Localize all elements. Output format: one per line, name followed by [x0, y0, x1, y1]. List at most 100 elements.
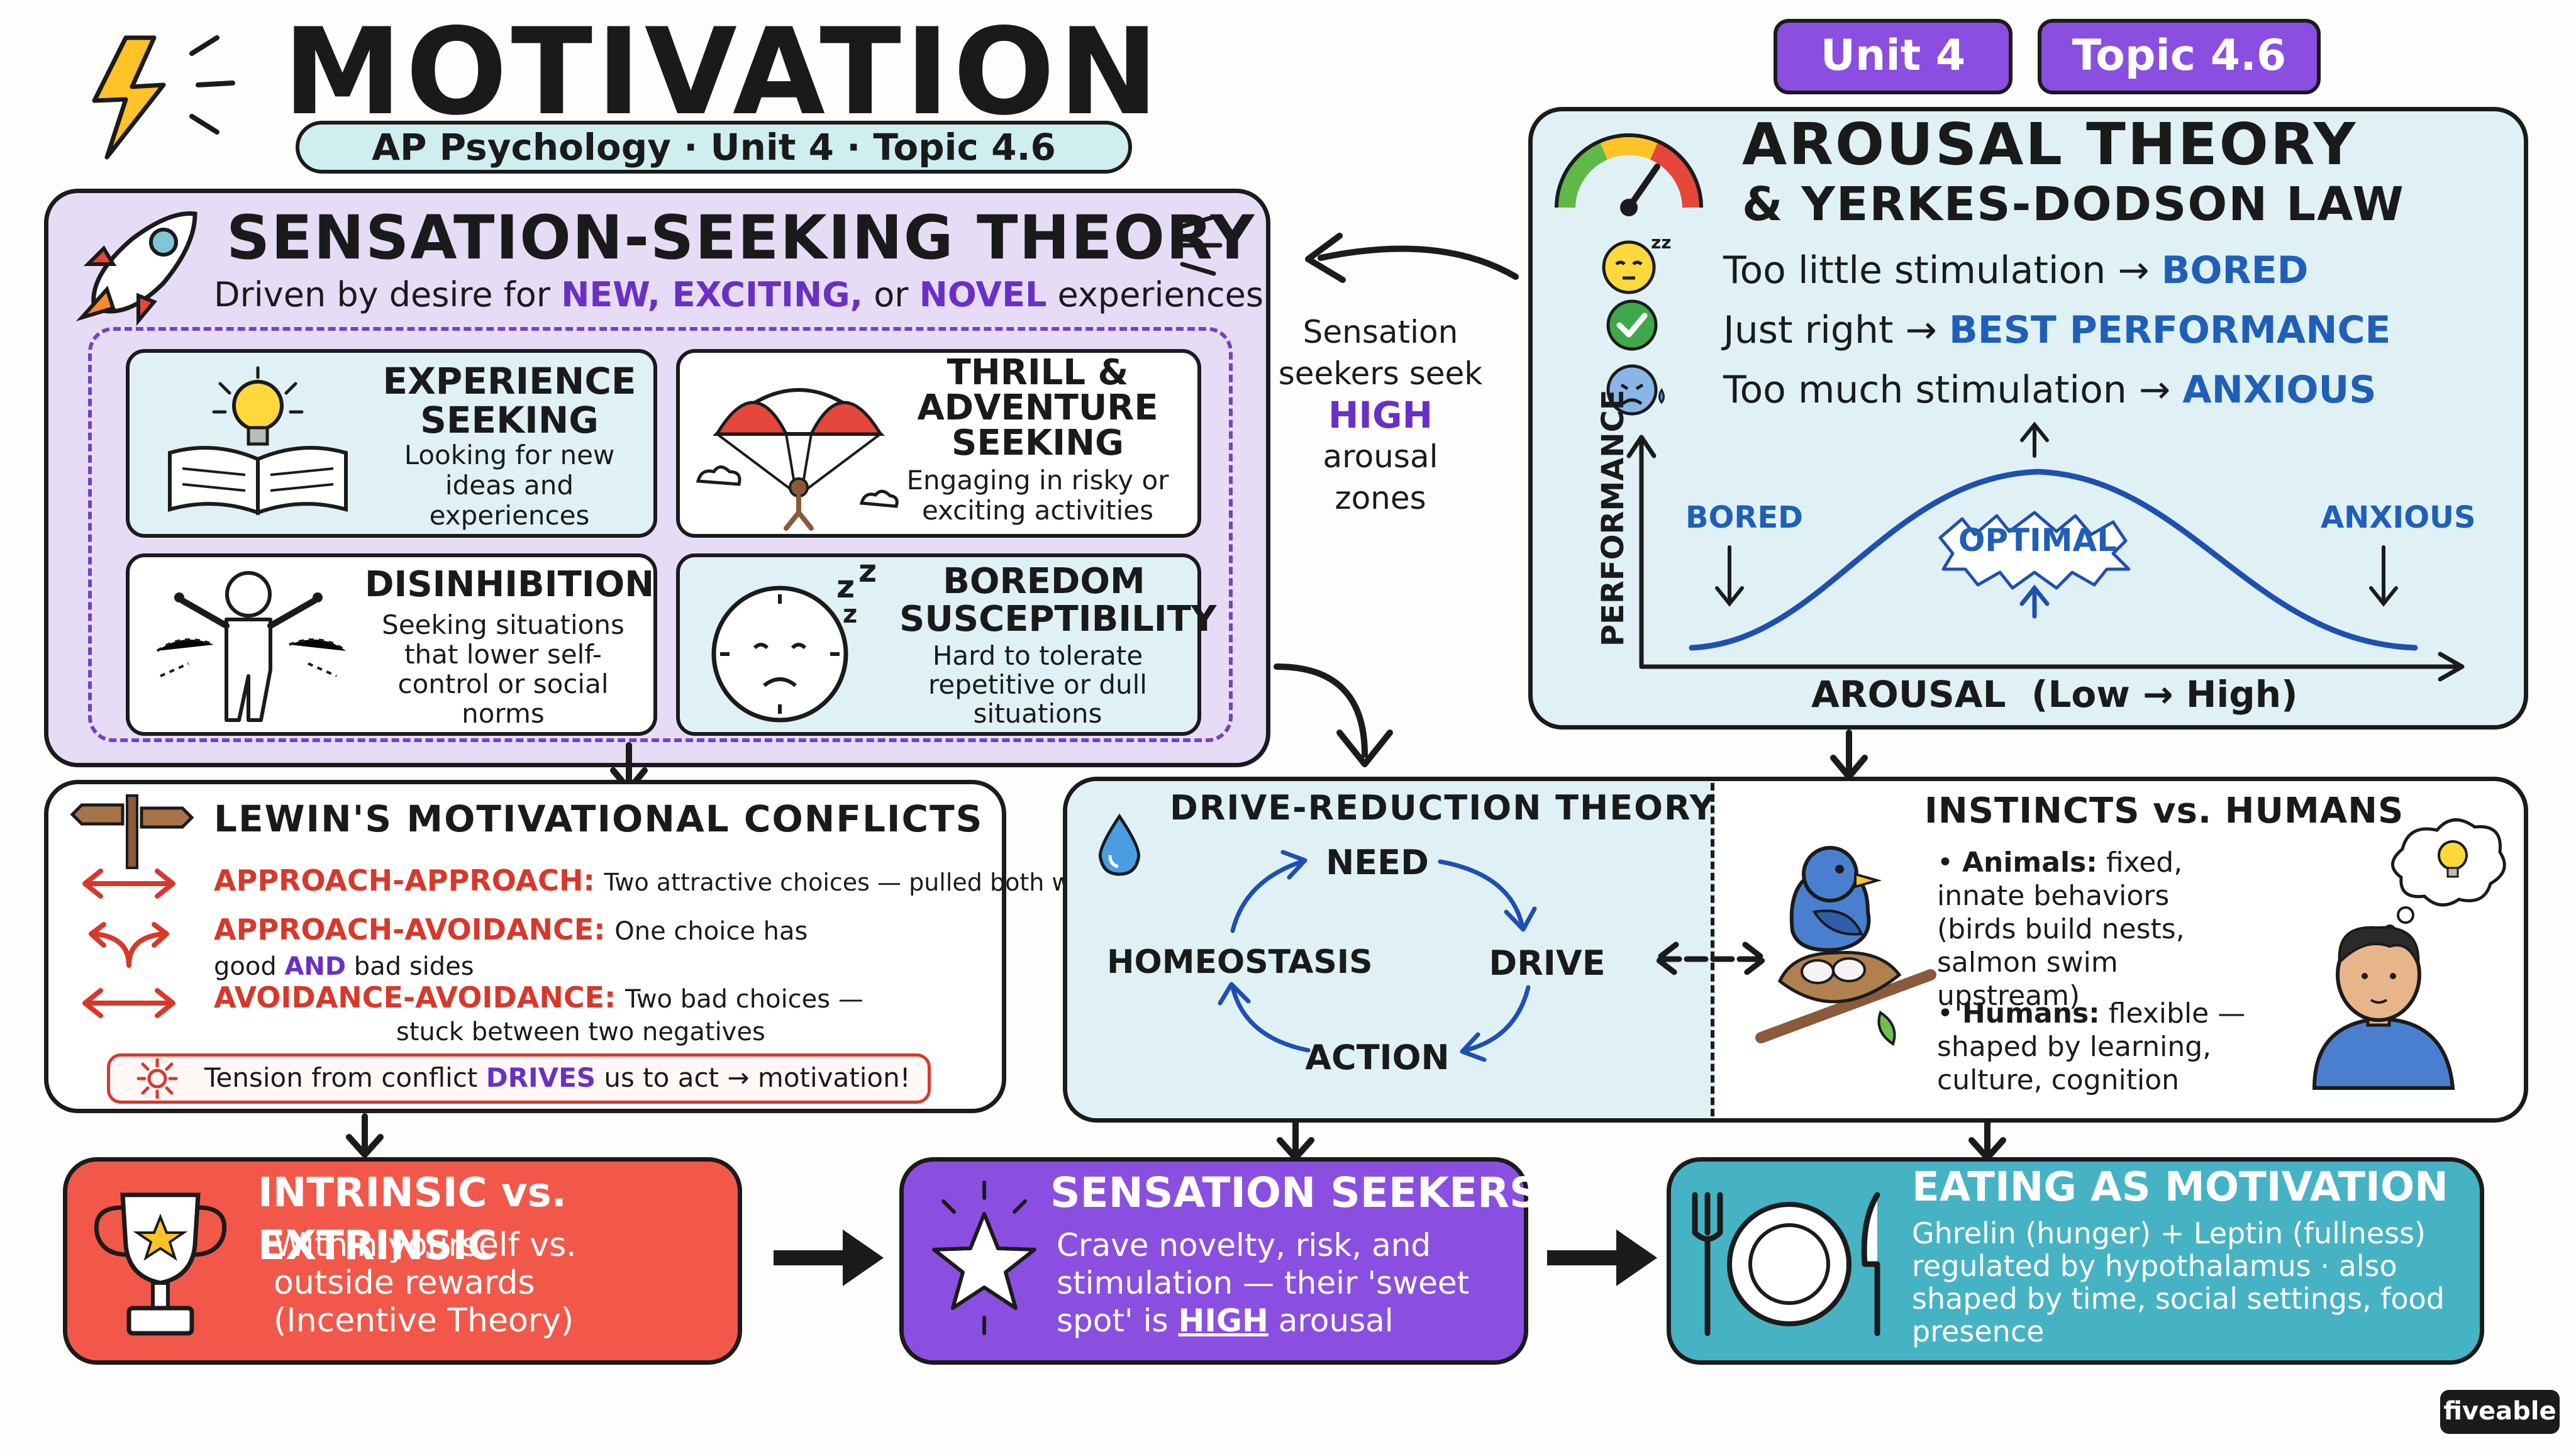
card-thrill-text: Engaging in risky or exciting activities: [906, 465, 1169, 526]
svg-text:z: z: [836, 569, 855, 605]
drive-action: ACTION: [1305, 1038, 1450, 1077]
desc-novel: NOVEL: [919, 275, 1047, 314]
bidirectional-arrow: [1654, 941, 1767, 977]
stick-figure-icon: [156, 571, 347, 722]
seekers-text-high: HIGH: [1178, 1302, 1269, 1339]
arousal-row-anxious-text: Too much stimulation →: [1723, 368, 2171, 412]
chart-ylabel: PERFORMANCE: [1596, 389, 1631, 647]
spark-icon: [136, 1058, 178, 1099]
desc-exciting: EXCITING,: [672, 275, 863, 314]
sensation-description: Driven by desire for NEW, EXCITING, or N…: [214, 274, 1263, 316]
arousal-title-1: AROUSAL THEORY: [1742, 111, 2358, 178]
trophy-icon: [94, 1192, 227, 1336]
lewin-label-1: APPROACH-APPROACH:: [214, 863, 595, 897]
lewin-text-2: One choice has: [614, 917, 808, 946]
card-disinhibition-title: DISINHIBITION: [365, 564, 655, 605]
seekers-text: Crave novelty, risk, and stimulation — t…: [1057, 1226, 1509, 1340]
card-boredom-text: Hard to tolerate repetitive or dull situ…: [928, 640, 1147, 729]
yerkes-dodson-chart: [1626, 421, 2465, 682]
animals-label: Animals:: [1962, 847, 2097, 879]
tension-callout: Tension from conflict DRIVES us to act →…: [107, 1053, 931, 1104]
brand-text: fiveable: [2443, 1397, 2557, 1426]
card-thrill-title: THRILL & ADVENTURE SEEKING: [917, 352, 1158, 464]
fiveable-logo: fiveable: [2440, 1390, 2560, 1434]
svg-text:zz: zz: [1651, 232, 1672, 253]
thinking-person-icon: [2312, 818, 2506, 1090]
svg-text:z: z: [858, 553, 877, 589]
arousal-row-bored-result: BORED: [2161, 248, 2309, 292]
lewin-item-approach-approach: APPROACH-APPROACH: Two attractive choice…: [214, 862, 1113, 901]
seekers-text-pre: Crave novelty, risk, and stimulation — t…: [1057, 1227, 1470, 1339]
drive-cycle-arrows: [1218, 850, 1537, 1062]
check-icon: [1606, 299, 1658, 351]
sensation-title: SENSATION-SEEKING THEORY: [226, 203, 1256, 273]
badge-topic-label: Topic 4.6: [2072, 31, 2287, 80]
opposing-arrows-icon: [82, 988, 175, 1018]
eating-title: EATING AS MOTIVATION: [1912, 1164, 2448, 1211]
subtitle-text: AP Psychology · Unit 4 · Topic 4.6: [372, 126, 1056, 169]
dashed-group: [88, 327, 1233, 742]
chart-xlabel: AROUSAL (Low → High): [1811, 673, 2298, 716]
anxious-face-icon: [1606, 364, 1665, 416]
arousal-panel: [1528, 107, 2528, 730]
sleepy-face-icon: zz: [1602, 232, 1672, 294]
badge-unit-label: Unit 4: [1820, 31, 1966, 80]
optimal-burst: [1938, 511, 2131, 590]
note-high: HIGH: [1328, 394, 1433, 436]
lightning-icon: [92, 35, 235, 160]
lewin-text-2b-and: AND: [284, 952, 347, 981]
lewin-label-2: APPROACH-AVOIDANCE:: [214, 913, 606, 947]
arousal-row-anxious-result: ANXIOUS: [2182, 368, 2377, 412]
seekers-title: SENSATION SEEKERS: [1050, 1169, 1540, 1217]
panel-divider: [1711, 783, 1714, 1116]
intrinsic-title: INTRINSIC vs. EXTRINSIC: [258, 1170, 567, 1269]
arousal-row-best-text: Just right →: [1723, 308, 1937, 352]
animals-text: fixed, innate behaviors (birds build nes…: [1937, 847, 2185, 1012]
lewin-text-2b-pre: good: [214, 952, 285, 981]
lewin-item-approach-avoidance: APPROACH-AVOIDANCE: One choice has good …: [214, 912, 808, 984]
humans-label: Humans:: [1962, 997, 2100, 1030]
bird-nest-icon: [1755, 846, 1936, 1046]
card-boredom-title: BOREDOM SUSCEPTIBILITY: [899, 561, 1217, 640]
instincts-title: INSTINCTS vs. HUMANS: [1924, 791, 2404, 831]
card-experience-seeking: [126, 349, 657, 538]
lewin-title: LEWIN'S MOTIVATIONAL CONFLICTS: [214, 797, 984, 840]
star-icon: [932, 1180, 1036, 1335]
drive-homeostasis: HOMEOSTASIS: [1107, 943, 1373, 981]
humans-text: flexible — shaped by learning, culture, …: [1937, 997, 2246, 1096]
double-arrow-icon: [82, 869, 175, 899]
arousal-row-bored: Too little stimulation → BORED: [1723, 245, 2308, 296]
card-experience-title: EXPERIENCE SEEKING: [382, 360, 636, 441]
desc-pre: Driven by desire for: [214, 275, 562, 314]
note-line3: arousal: [1323, 438, 1438, 475]
water-drop-icon: [1098, 813, 1141, 876]
instincts-humans: • Humans: flexible — shaped by learning,…: [1937, 997, 2246, 1096]
subtitle-pill: AP Psychology · Unit 4 · Topic 4.6: [296, 121, 1132, 174]
connector-note: Sensation seekers seek HIGH arousal zone…: [1277, 311, 1484, 519]
chart-label-anxious: ANXIOUS: [2321, 500, 2476, 535]
badge-unit: Unit 4: [1774, 19, 2012, 94]
desc-new: NEW,: [561, 275, 672, 314]
arrow-seekers-to-eating: [1547, 1230, 1657, 1286]
arousal-title-2: & YERKES-DODSON LAW: [1742, 177, 2405, 231]
sleepy-clock-icon: z z z: [711, 553, 877, 723]
performance-curve: [1689, 469, 2418, 651]
lewin-text-3: Two bad choices —: [625, 985, 863, 1014]
note-line1: Sensation: [1302, 314, 1458, 350]
card-disinhibition-text: Seeking situations that lower self-contr…: [382, 609, 625, 729]
signpost-icon: [70, 794, 194, 869]
note-line4: zones: [1335, 480, 1426, 516]
lewin-text-3b: stuck between two negatives: [396, 1018, 765, 1046]
arrow-arousal-to-sensation: [1305, 233, 1519, 283]
tension-drives: DRIVES: [486, 1062, 596, 1093]
arrow-intrinsic-to-seekers: [774, 1230, 884, 1286]
desc-post: experiences: [1046, 275, 1263, 314]
gauge-icon: [1555, 133, 1703, 216]
sparkle-lines: [1180, 214, 1223, 276]
seekers-text-post: arousal: [1268, 1302, 1394, 1339]
drive-title: DRIVE-REDUCTION THEORY: [1170, 788, 1716, 828]
tension-post: us to act → motivation!: [596, 1062, 911, 1093]
lewin-label-3: AVOIDANCE-AVOIDANCE:: [214, 980, 616, 1014]
drive-instincts-panel: [1063, 777, 2528, 1123]
svg-text:z: z: [843, 600, 857, 629]
